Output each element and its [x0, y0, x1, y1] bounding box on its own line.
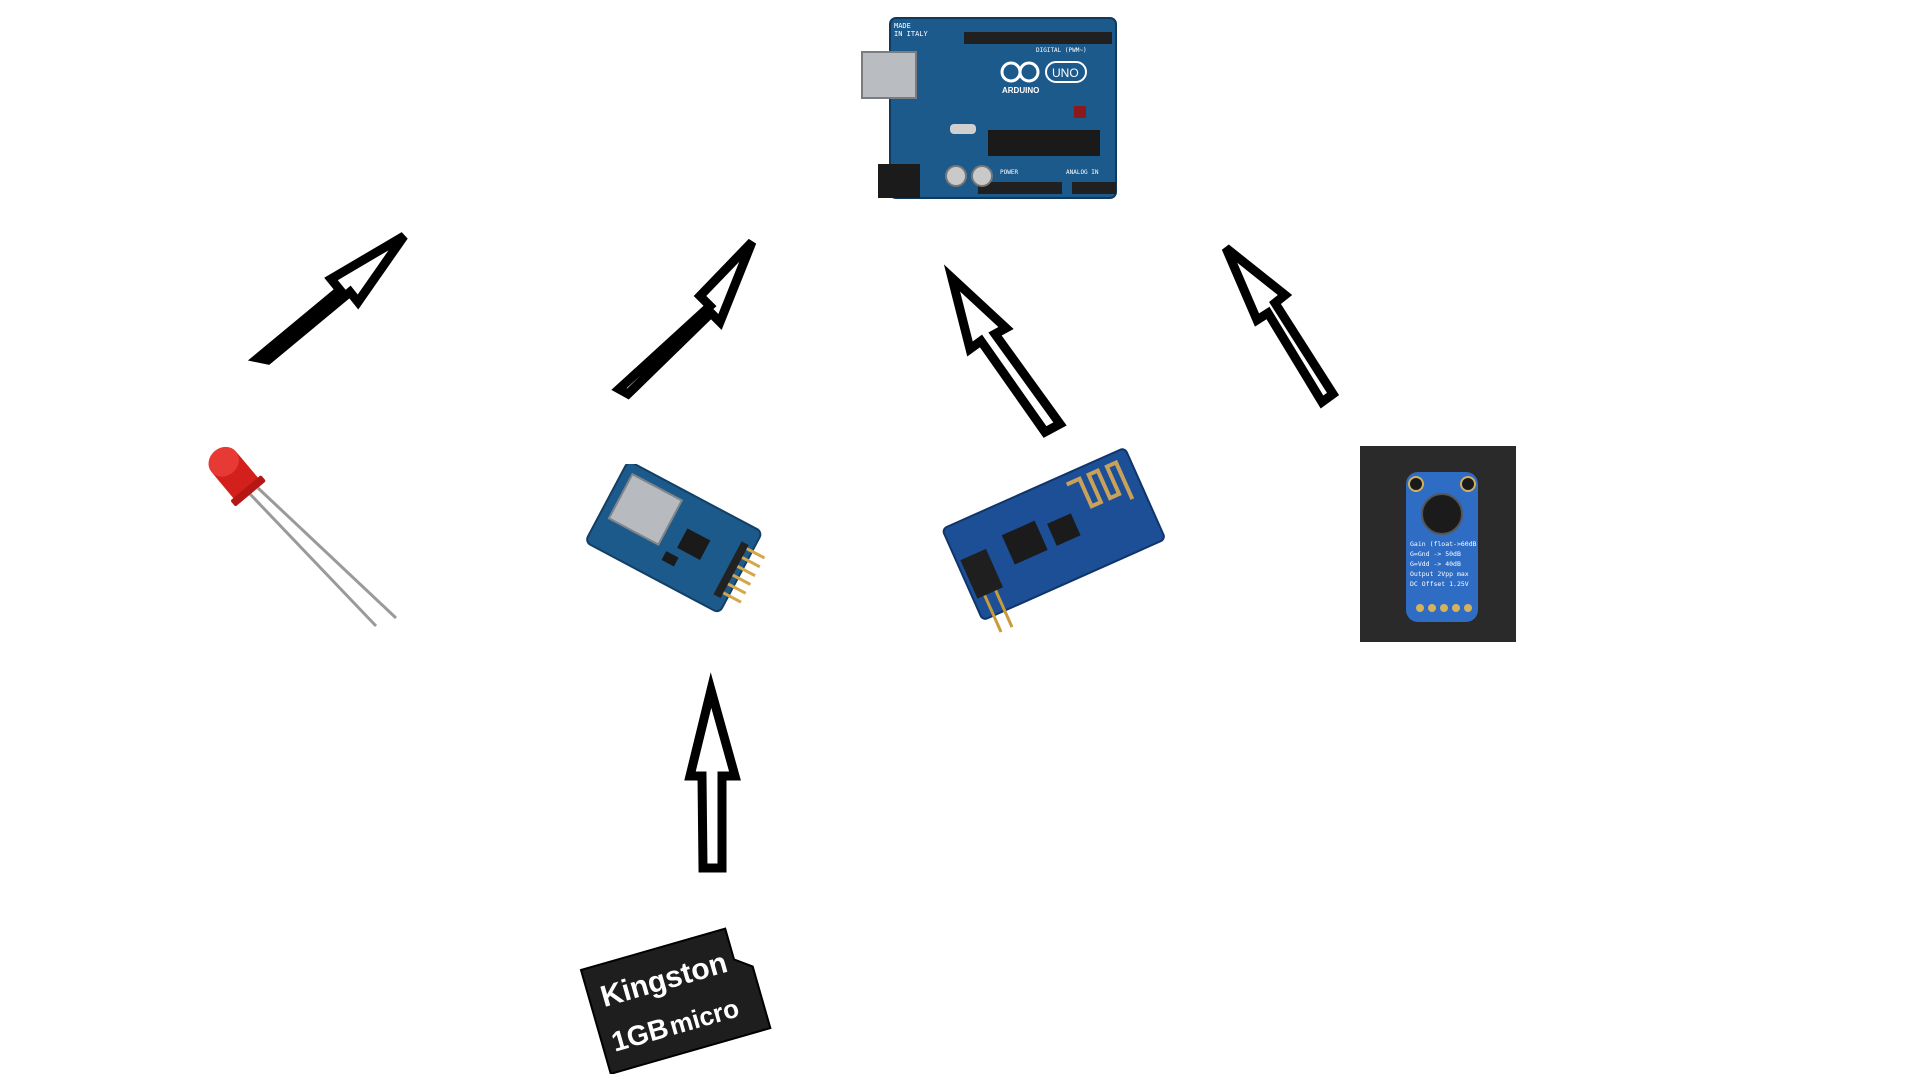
arduino-power-label: POWER: [1000, 169, 1018, 176]
microsd-card-image: Kingston 1GB micro: [579, 927, 772, 1074]
mic-line-2: G=Gnd -> 50dB: [1410, 550, 1461, 558]
arduino-brand-label: ARDUINO: [1002, 86, 1039, 95]
arduino-analog-label: ANALOG IN: [1066, 169, 1099, 176]
microsd-card: Kingston 1GB micro: [576, 904, 780, 1074]
mic-line-1: Gain (float->60dB: [1410, 540, 1477, 548]
mic-line-5: DC Offset 1.25V: [1410, 580, 1469, 588]
esp8266-wifi-module: [940, 444, 1172, 644]
mic-line-3: G=Vdd -> 40dB: [1410, 560, 1461, 568]
arduino-italy-label: IN ITALY: [894, 30, 929, 38]
arrow-sd-module-to-arduino: [611, 238, 757, 400]
sd-card-module: [584, 464, 774, 620]
microphone-amplifier-module: Gain (float->60dB G=Gnd -> 50dB G=Vdd ->…: [1360, 446, 1516, 642]
arduino-made-label: MADE: [894, 22, 911, 30]
arduino-uno-image: MADE IN ITALY ARDUINO UNO DIGITAL (PWM~)…: [861, 17, 1117, 199]
red-led: [196, 440, 408, 636]
mic-module-image: Gain (float->60dB G=Gnd -> 50dB G=Vdd ->…: [1360, 446, 1516, 642]
arrow-esp8266-to-arduino: [943, 264, 1067, 438]
led-image: [208, 446, 398, 628]
arrow-led-to-arduino-shape: [247, 232, 408, 365]
sd-module-image: [586, 464, 766, 613]
arrow-mic-to-arduino: [1221, 244, 1340, 409]
mic-line-4: Output 2Vpp max: [1410, 570, 1469, 578]
arduino-model-label: UNO: [1052, 66, 1079, 80]
arduino-digital-label: DIGITAL (PWM~): [1036, 47, 1087, 54]
arrow-microsd-to-sd-module: [684, 672, 741, 873]
arduino-uno-board: MADE IN ITALY ARDUINO UNO DIGITAL (PWM~)…: [860, 14, 1120, 202]
esp8266-image: [942, 448, 1165, 633]
